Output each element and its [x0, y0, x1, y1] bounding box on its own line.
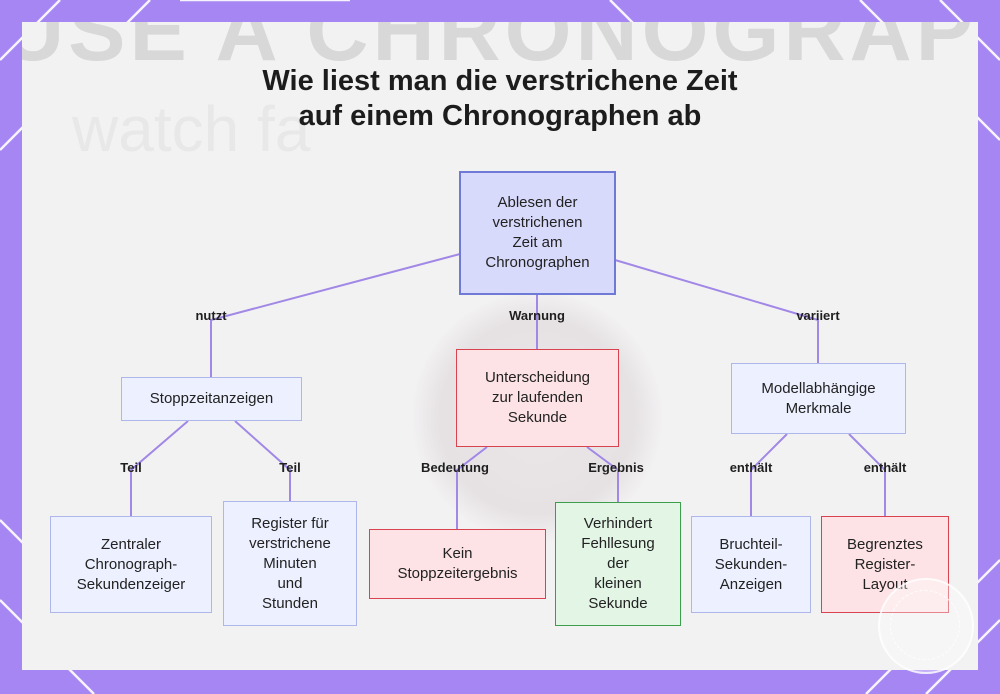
- edge-label-variiert: variiert: [796, 308, 840, 323]
- node-unterscheidung-label: Unterscheidung zur laufenden Sekunde: [484, 369, 591, 426]
- node-modellabhaengige-merkmale: Modellabhängige Merkmale: [731, 363, 906, 434]
- edge-modell-begrenztes: [848, 433, 886, 516]
- edge-unterscheidung-kein: [456, 446, 488, 529]
- title-line-1: Wie liest man die verstrichene Zeit: [262, 65, 738, 97]
- edge-unterscheidung-verhindert: [586, 446, 619, 502]
- node-verhindert-fehllesung-label: Verhindert Fehllesung der kleinen Sekund…: [581, 515, 655, 612]
- edge-modell-bruchteil: [750, 433, 788, 516]
- background-watermark-text: USE A CHRONOGRAPH: [22, 22, 978, 79]
- diagram-title: Wie liest man die verstrichene Zeit auf …: [0, 64, 1000, 134]
- node-kein-stoppzeitergebnis: Kein Stoppzeitergebnis: [369, 529, 546, 599]
- node-verhindert-fehllesung: Verhindert Fehllesung der kleinen Sekund…: [555, 502, 681, 626]
- edge-label-ergebnis: Ergebnis: [588, 460, 644, 475]
- node-zentraler-sekundenzeiger: Zentraler Chronograph- Sekundenzeiger: [50, 516, 212, 613]
- edge-stoppzeit-zentraler: [130, 420, 189, 516]
- edge-label-warnung: Warnung: [509, 308, 565, 323]
- watermark-seal: [878, 578, 974, 674]
- node-stoppzeitanzeigen: Stoppzeitanzeigen: [121, 377, 302, 421]
- edge-label-teil-1: Teil: [120, 460, 142, 475]
- node-stoppzeitanzeigen-label: Stoppzeitanzeigen: [149, 390, 274, 407]
- edge-label-enthaelt-2: enthält: [863, 460, 907, 475]
- edge-stoppzeit-register: [234, 420, 291, 501]
- edge-label-enthaelt-1: enthält: [729, 460, 773, 475]
- node-root: Ablesen der verstrichenen Zeit am Chrono…: [459, 171, 616, 295]
- node-modellabhaengige-merkmale-label: Modellabhängige Merkmale: [761, 379, 876, 417]
- node-bruchteil-sekunden-label: Bruchteil- Sekunden- Anzeigen: [714, 535, 788, 593]
- node-register-label: Register für verstrichene Minuten und St…: [249, 514, 331, 612]
- edge-root-stoppzeit: [210, 253, 461, 377]
- node-unterscheidung: Unterscheidung zur laufenden Sekunde: [456, 349, 619, 447]
- title-line-2: auf einem Chronographen ab: [298, 100, 702, 132]
- edge-label-bedeutung: Bedeutung: [421, 460, 489, 475]
- background-watermark-subtext: watch fa: [72, 93, 311, 165]
- node-bruchteil-sekunden: Bruchteil- Sekunden- Anzeigen: [691, 516, 811, 613]
- edge-label-nutzt: nutzt: [195, 308, 227, 323]
- node-root-label: Ablesen der verstrichenen Zeit am Chrono…: [485, 194, 590, 271]
- node-register: Register für verstrichene Minuten und St…: [223, 501, 357, 626]
- edge-label-teil-2: Teil: [279, 460, 301, 475]
- node-zentraler-sekundenzeiger-label: Zentraler Chronograph- Sekundenzeiger: [76, 535, 186, 593]
- node-kein-stoppzeitergebnis-label: Kein Stoppzeitergebnis: [397, 545, 518, 582]
- edge-root-modell: [614, 259, 819, 363]
